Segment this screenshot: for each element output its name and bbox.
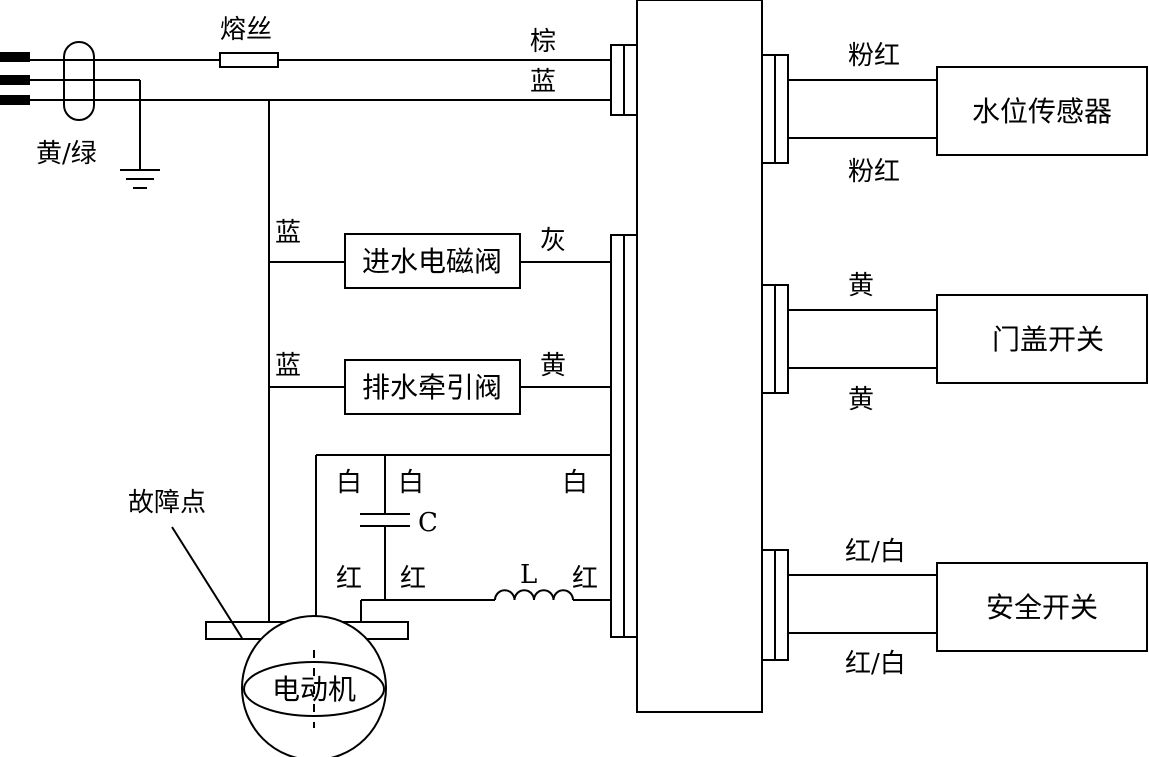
fault-point-label: 故障点 (128, 488, 206, 518)
connector-power (610, 44, 638, 116)
connector-door (761, 284, 789, 394)
inductor (494, 589, 574, 601)
ground-wire (30, 79, 141, 170)
inlet-valve-label: 进水电磁阀 (362, 245, 502, 278)
wire-white-3-label: 白 (562, 468, 588, 498)
water-sensor-box (936, 66, 1148, 156)
drain-valve-box (344, 359, 521, 415)
wire-blue-inlet-label: 蓝 (275, 218, 301, 248)
sensor-wire-bottom-label: 粉红 (848, 157, 900, 187)
water-sensor-label: 水位传感器 (972, 95, 1112, 128)
door-wire-bottom-label: 黄 (848, 385, 874, 415)
fuse-label: 熔丝 (220, 15, 272, 45)
wire-blue-top-label: 蓝 (530, 67, 556, 97)
fault-pointer (171, 526, 243, 639)
sensor-wire-top-label: 粉红 (848, 41, 900, 71)
inlet-valve-box (344, 233, 521, 289)
wire-brown-label: 棕 (530, 27, 556, 57)
connector-loads (610, 234, 638, 638)
safety-wire-top-label: 红/白 (845, 537, 906, 567)
white-wire (315, 454, 611, 622)
wire-white-1-label: 白 (336, 468, 362, 498)
power-plug (0, 52, 30, 105)
wire-gray-label: 灰 (540, 226, 566, 256)
wire-red-3-label: 红 (572, 564, 598, 594)
safety-wire-bottom-label: 红/白 (845, 649, 906, 679)
connector-sensor (761, 54, 789, 164)
door-switch-box (936, 294, 1148, 384)
wire-red-1-label: 红 (336, 564, 362, 594)
motor-label: 电动机 (272, 673, 356, 706)
safety-switch-box (936, 562, 1148, 652)
drain-valve-label: 排水牵引阀 (362, 371, 502, 404)
ground-wire-label: 黄/绿 (36, 139, 97, 169)
connector-safety (761, 549, 789, 661)
controller-block (636, 0, 763, 713)
inductor-label: L (520, 560, 537, 590)
motor-ellipse (243, 661, 385, 717)
wire-red-2-label: 红 (400, 564, 426, 594)
wire-white-2-label: 白 (398, 468, 424, 498)
fuse (219, 52, 279, 68)
capacitor (360, 513, 410, 600)
capacitor-label: C (418, 508, 438, 538)
red-wire (360, 599, 611, 622)
door-switch-label: 门盖开关 (992, 323, 1104, 356)
safety-switch-label: 安全开关 (986, 591, 1098, 624)
wire-yellow-drain-label: 黄 (540, 351, 566, 381)
ground-symbol (120, 169, 160, 189)
wire-blue-drain-label: 蓝 (275, 351, 301, 381)
door-wire-top-label: 黄 (848, 271, 874, 301)
